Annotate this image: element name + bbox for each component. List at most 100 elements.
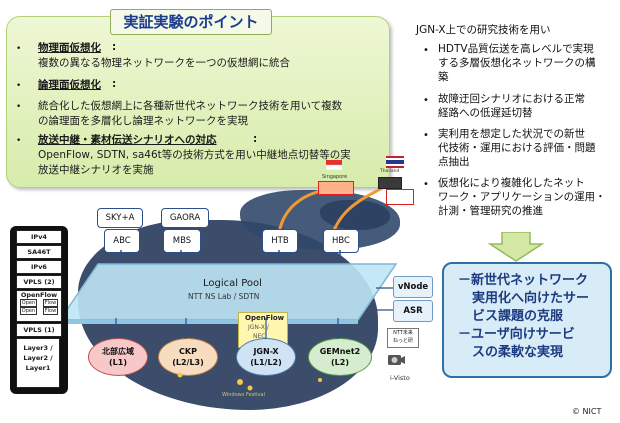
colon: : xyxy=(112,41,117,53)
singapore-flag-icon xyxy=(326,160,342,170)
site-htb-callout: HTB xyxy=(262,229,298,253)
stack-layer-label: Layer1 xyxy=(25,364,51,372)
openflow-cell: Flow xyxy=(42,307,59,315)
bullet-text: 統合化した仮想網上に各種新世代ネットワーク技術を用いて複数 xyxy=(38,100,343,112)
bullet-text: OpenFlow, SDTN, sa46t等の技術方式を用い中継地点切替等の実 xyxy=(38,149,351,161)
site-label: HTB xyxy=(271,236,289,246)
network-sub: (L1) xyxy=(109,358,127,367)
network-name: CKP xyxy=(179,347,197,356)
bullet-dot: • xyxy=(423,179,429,190)
bullet-dot: • xyxy=(16,44,22,54)
research-line: 計測・管理研究の推進 xyxy=(438,205,543,217)
copyright: © NICT xyxy=(572,407,602,416)
research-line: 仮想化により複雑化したネット xyxy=(438,177,585,189)
bullet-dot: • xyxy=(423,130,429,141)
result-line: －新世代ネットワーク xyxy=(458,273,589,288)
bullet-dot: • xyxy=(16,136,22,146)
result-line: スの柔軟な実現 xyxy=(472,345,564,360)
bullet-text: 放送中継シナリオを実施 xyxy=(38,164,154,176)
network-ckp: CKP (L2/L3) xyxy=(158,338,218,376)
summary-title: 実証実験のポイント xyxy=(110,9,272,35)
map-markers xyxy=(177,372,322,391)
logical-pool-title: Logical Pool xyxy=(203,278,262,289)
stack-vpls1: VPLS (1) xyxy=(16,323,62,337)
ntt-label: ねっと研 xyxy=(392,338,413,344)
stack-openflow-label: OpenFlow xyxy=(20,291,58,299)
stack-sa46t: SA46T xyxy=(16,245,62,259)
colon: : xyxy=(112,78,117,90)
openflow-sub: NEC xyxy=(253,333,266,340)
stack-ipv6: IPv6 xyxy=(16,260,62,274)
openflow-title: OpenFlow xyxy=(245,314,285,322)
openflow-cell: Open xyxy=(19,307,38,315)
stack-vpls2: VPLS (2) xyxy=(16,275,62,289)
network-sub: (L2/L3) xyxy=(172,358,204,367)
research-line: ワーク・アプリケーションの運用・ xyxy=(438,191,606,203)
network-name: JGN-X xyxy=(253,347,279,356)
asr-label: ASR xyxy=(403,306,423,316)
result-line: －ユーザ向けサービ xyxy=(458,327,575,342)
result-line: ビス課題の克服 xyxy=(472,309,564,324)
bullet-text: の論理面を多層化し論理ネットワークを実現 xyxy=(38,115,248,127)
stack-openflow: OpenFlow Open Flow Open Flow xyxy=(16,290,62,322)
research-line: 経路への低遅延切替 xyxy=(438,107,533,119)
layer-stack: IPv4 SA46T IPv6 VPLS (2) OpenFlow Open F… xyxy=(10,226,68,394)
network-connectors xyxy=(115,318,339,339)
site-hbc-callout: HBC xyxy=(323,229,359,253)
research-line: する多層仮想化ネットワークの構 xyxy=(438,57,596,69)
singapore-label: Singapore xyxy=(322,174,348,180)
camera-icon xyxy=(388,355,405,365)
site-label: GAORA xyxy=(169,213,201,223)
summary-panel xyxy=(6,16,390,188)
stack-layer-label: Layer2 / xyxy=(23,354,53,362)
research-line: 実利用を想定した状況での新世 xyxy=(438,128,585,140)
thailand-screen xyxy=(386,189,414,205)
thailand-label: Thailand xyxy=(380,169,400,174)
site-gaora-callout: GAORA xyxy=(161,208,209,228)
logical-pool-sub: NTT NS Lab / SDTN xyxy=(188,292,260,301)
windows-text: Windows Festival xyxy=(222,392,265,398)
down-arrow-icon xyxy=(488,232,544,262)
ivisto-label: i-Visto xyxy=(388,374,412,382)
openflow-sub: JGN-X / xyxy=(248,324,269,331)
network-gemnet2: GEMnet2(L2) xyxy=(308,338,372,376)
research-line: 点抽出 xyxy=(438,156,470,168)
network-jgnx: JGN-X (L1/L2) xyxy=(236,338,296,376)
site-mbs-callout: MBS xyxy=(163,229,201,253)
result-line: 実用化へ向けたサー xyxy=(472,291,590,306)
stack-ipv4: IPv4 xyxy=(16,230,62,244)
bullet-text: 複数の異なる物理ネットワークを一つの仮想網に統合 xyxy=(38,57,290,69)
side-connectors xyxy=(376,287,393,311)
network-name: GEMnet2 xyxy=(319,347,361,356)
bullet-dot: • xyxy=(16,81,22,91)
bullet-head-broadcast: 放送中継・素材伝送シナリオへの対応 xyxy=(38,134,217,146)
site-abc-callout: ABC xyxy=(104,229,140,253)
research-line: 故障迂回シナリオにおける正常 xyxy=(438,93,585,105)
thailand-device xyxy=(378,177,402,189)
vnode-label: vNode xyxy=(397,282,429,292)
site-label: ABC xyxy=(113,236,131,246)
site-label: MBS xyxy=(172,236,192,246)
bullet-head-logical: 論理面仮想化 xyxy=(38,79,101,91)
result-box xyxy=(442,262,612,378)
bullet-dot: • xyxy=(16,102,22,112)
bullet-dot: • xyxy=(423,95,429,106)
site-label: SKY+A xyxy=(105,213,135,223)
site-skya-callout: SKY+A xyxy=(97,208,143,228)
research-line: 築 xyxy=(438,71,449,83)
colon: : xyxy=(253,133,258,145)
asr-button: ASR xyxy=(393,300,433,322)
network-sub: (L1/L2) xyxy=(250,358,282,367)
stack-layer-label: Layer3 / xyxy=(23,344,53,352)
openflow-cell: Open xyxy=(19,299,38,307)
site-label: HBC xyxy=(331,236,350,246)
network-name: 北部広域 xyxy=(102,347,134,356)
bullet-head-physical: 物理面仮想化 xyxy=(38,42,101,54)
ntt-label: NTT未来 xyxy=(393,330,413,336)
stack-layers: Layer3 / Layer2 / Layer1 xyxy=(16,338,60,388)
research-line: HDTV品質伝送を高レベルで実現 xyxy=(438,43,594,55)
openflow-cell: Flow xyxy=(42,299,59,307)
ntt-lab-box: NTT未来 ねっと研 xyxy=(387,328,419,348)
research-intro: JGN-X上での研究技術を用い xyxy=(416,24,551,36)
thailand-flag-icon xyxy=(386,156,404,168)
